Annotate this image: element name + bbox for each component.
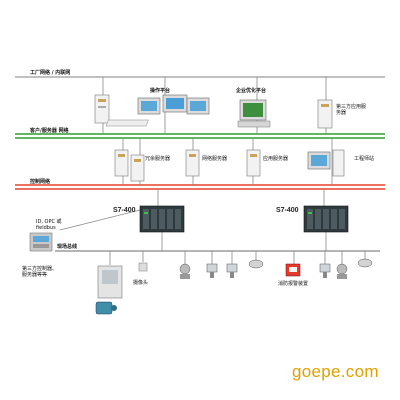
transmitter-2 xyxy=(226,263,238,278)
redundant-server-pair xyxy=(114,149,145,182)
s7-400-right-label: S7-400 xyxy=(276,207,299,214)
app-server-tower xyxy=(246,149,261,177)
valve-2 xyxy=(336,263,348,279)
third-party-server-label: 第三方应用服务器 xyxy=(336,104,367,116)
scanner-device xyxy=(138,262,148,272)
transmitter-3 xyxy=(319,263,331,278)
shared-server-tower xyxy=(185,149,200,177)
valve-1 xyxy=(179,263,191,279)
enterprise-platform-label: 企业优化平台 xyxy=(236,88,267,94)
plc-rack-left xyxy=(139,205,185,233)
app-server-label: 应用服务器 xyxy=(263,156,289,162)
s7-400-left-label: S7-400 xyxy=(113,207,136,214)
fire-alarm-label: 消防报警装置 xyxy=(278,281,309,287)
engineering-station-label: 工程师站 xyxy=(354,156,375,162)
third-party-controller xyxy=(29,232,53,252)
redundant-server-tower-top xyxy=(94,94,110,124)
client-server-network-label: 客户/服务器 网络 xyxy=(30,128,69,134)
flow-meter xyxy=(248,259,264,269)
watermark-text: goepe.com xyxy=(292,362,379,381)
opc-gateway-label: ID, OPC 或 fieldbus xyxy=(36,219,62,231)
plc-rack-right xyxy=(303,205,349,233)
drive-cabinet xyxy=(97,265,123,299)
transmitter-1 xyxy=(206,263,218,278)
shared-server-label: 网络服务器 xyxy=(202,156,228,162)
operator-workstations xyxy=(105,94,210,127)
third-party-device-label: 第三方控制器、服务器等等 xyxy=(22,266,58,278)
fire-alarm-device xyxy=(285,263,301,277)
motor xyxy=(95,301,117,315)
field-bus-label: 现场总线 xyxy=(57,244,78,250)
enterprise-workstation xyxy=(237,99,271,128)
flow-meter-2 xyxy=(357,258,373,268)
operator-platform-label: 操作平台 xyxy=(150,88,171,94)
scanner-label: 摄像头 xyxy=(133,280,149,286)
engineering-station-pc xyxy=(307,149,345,177)
redundant-server-label: 冗余服务器 xyxy=(145,156,171,162)
control-network-label: 控制网络 xyxy=(30,179,51,185)
third-party-server-tower xyxy=(317,99,333,129)
factory-network-label: 工厂网络 / 内联网 xyxy=(30,70,71,76)
